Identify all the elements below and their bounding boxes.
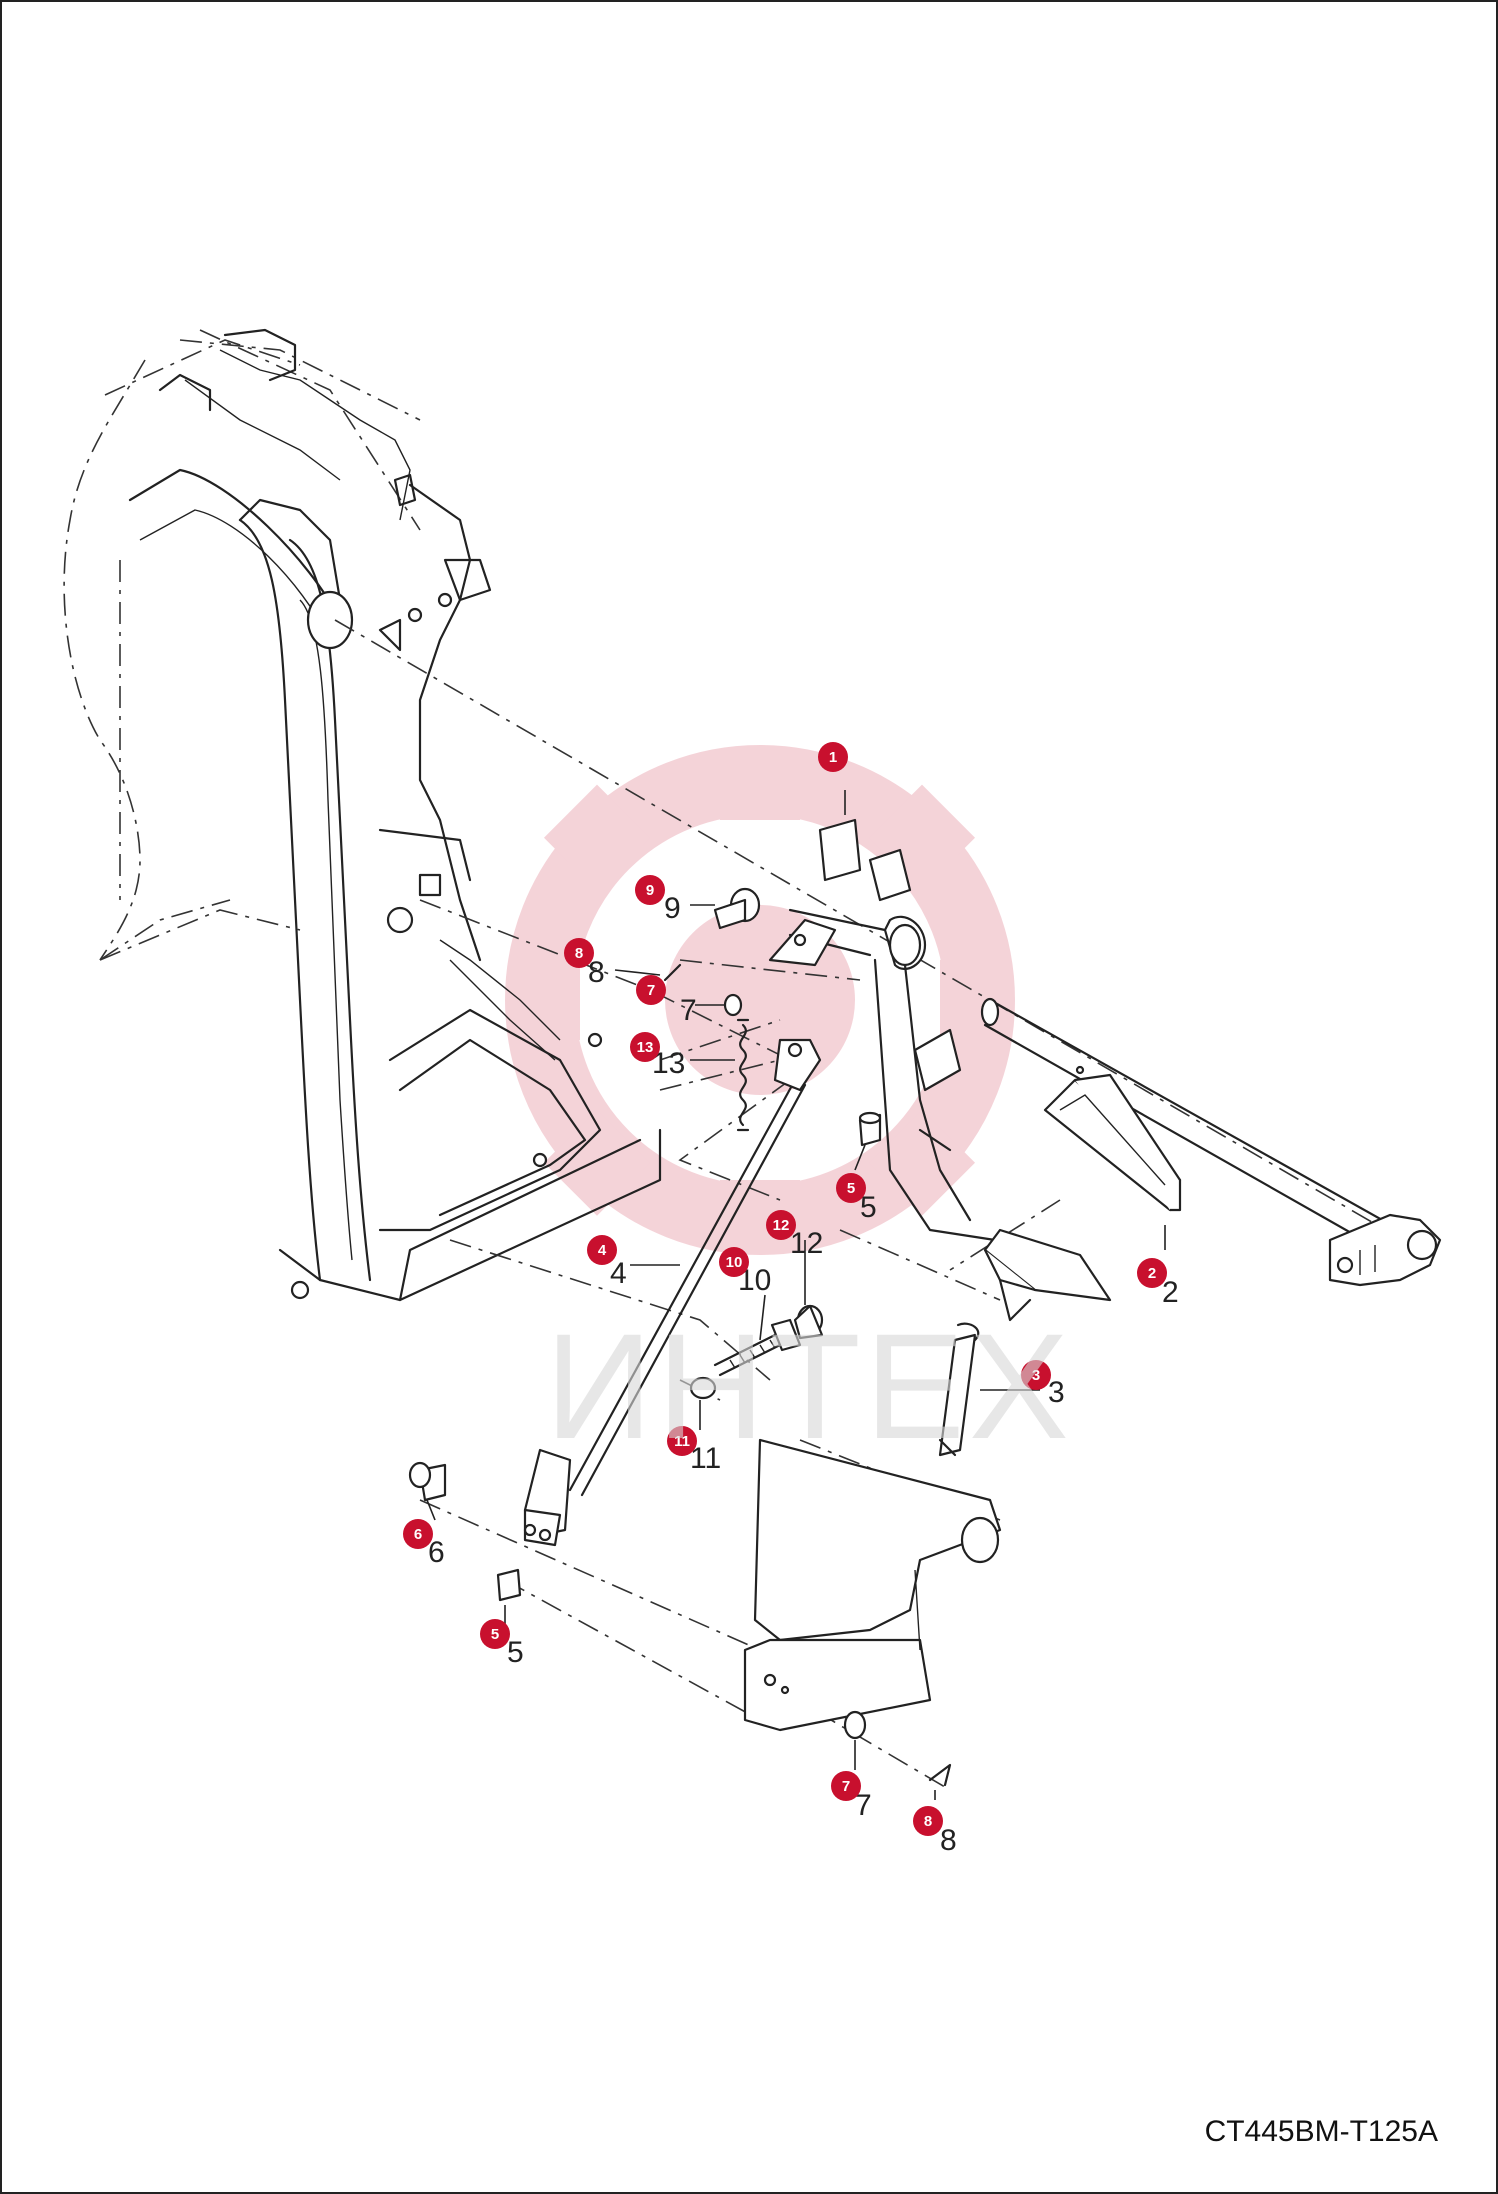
callout-badge-label: 2	[1148, 1265, 1156, 1282]
callout-number: 7	[680, 994, 697, 1027]
callout-badge-label: 10	[726, 1254, 743, 1271]
callout-badge[interactable]: 10	[719, 1247, 749, 1277]
callout-badge-label: 8	[575, 945, 583, 962]
watermark-text: ИНТЕХ	[545, 1302, 1073, 1470]
callout-number: 9	[664, 892, 681, 925]
callout-badge[interactable]: 9	[635, 875, 665, 905]
callout-badge-circle	[831, 1771, 861, 1801]
callout-badge-label: 7	[647, 982, 655, 999]
callout-number: 4	[610, 1257, 627, 1290]
callout-badge[interactable]: 5	[480, 1619, 510, 1649]
fasteners	[408, 887, 952, 1787]
callout-badge-label: 5	[847, 1180, 855, 1197]
callout-badge[interactable]: 2	[1137, 1258, 1167, 1288]
callout-badge-label: 13	[637, 1039, 654, 1056]
callout-badge-label: 1	[829, 749, 837, 766]
callout-number: 2	[1162, 1276, 1179, 1309]
callout-badge-label: 9	[646, 882, 654, 899]
callout-badge-circle	[818, 742, 848, 772]
callout-badge-label: 12	[773, 1217, 790, 1234]
callout-number: 8	[588, 956, 605, 989]
callout-badge[interactable]: 6	[403, 1519, 433, 1549]
watermark-gear	[505, 745, 1015, 1255]
callout-badge[interactable]: 3	[1021, 1360, 1051, 1390]
callout-badge-label: 4	[598, 1242, 607, 1259]
callout-badge-circle	[766, 1210, 796, 1240]
callout-badge-label: 8	[924, 1813, 932, 1830]
drawing-code: CT445BM-T125A	[1204, 2115, 1438, 2148]
callout-number: 8	[940, 1824, 957, 1857]
control-rod	[523, 1038, 822, 1547]
callout-badge-label: 11	[674, 1433, 690, 1450]
callout-badge[interactable]: 8	[913, 1806, 943, 1836]
callout-badge[interactable]: 5	[836, 1173, 866, 1203]
callout-badge-label: 6	[414, 1526, 422, 1543]
callout-badge-circle	[719, 1247, 749, 1277]
callout-number: 7	[855, 1789, 872, 1822]
callout-badge-label: 7	[842, 1778, 850, 1795]
callout-badge[interactable]: 8	[564, 938, 594, 968]
callout-badge[interactable]: 4	[587, 1235, 617, 1265]
return-spring	[938, 1322, 980, 1457]
callout-number: 5	[860, 1191, 877, 1224]
callout-badge[interactable]: 12	[766, 1210, 796, 1240]
callout-badge-circle	[635, 875, 665, 905]
frame-tower	[63, 328, 662, 1302]
callout-badge-circle	[587, 1235, 617, 1265]
callout-number: 5	[507, 1636, 524, 1669]
callout-number: 12	[790, 1227, 823, 1260]
callout-badge-circle	[403, 1519, 433, 1549]
leader-lines	[426, 790, 1166, 1800]
callout-badge-circle	[636, 975, 666, 1005]
callout-badge-circle	[836, 1173, 866, 1203]
callout-badge[interactable]: 1	[818, 742, 848, 772]
lower-lever	[743, 1438, 1002, 1732]
callout-badge-circle	[564, 938, 594, 968]
callout-badge[interactable]: 11	[667, 1426, 697, 1456]
callout-badge-circle	[630, 1032, 660, 1062]
callout-badge-label: 3	[1032, 1367, 1040, 1384]
callout-badge[interactable]: 13	[630, 1032, 660, 1062]
callout-badge-circle	[1137, 1258, 1167, 1288]
callout-badge[interactable]: 7	[831, 1771, 861, 1801]
callout-badge-circle	[667, 1426, 697, 1456]
callout-number: 3	[1048, 1376, 1065, 1409]
pedal-arm	[768, 818, 1112, 1322]
callout-badge-circle	[913, 1806, 943, 1836]
pedal-shaft	[980, 997, 1442, 1287]
callout-badge-label: 5	[491, 1626, 499, 1643]
callout-badge-circle	[1021, 1360, 1051, 1390]
pedal-pad	[1043, 1073, 1182, 1212]
callout-badge-circle	[480, 1619, 510, 1649]
callout-badge[interactable]: 7	[636, 975, 666, 1005]
callout-number: 6	[428, 1536, 445, 1569]
